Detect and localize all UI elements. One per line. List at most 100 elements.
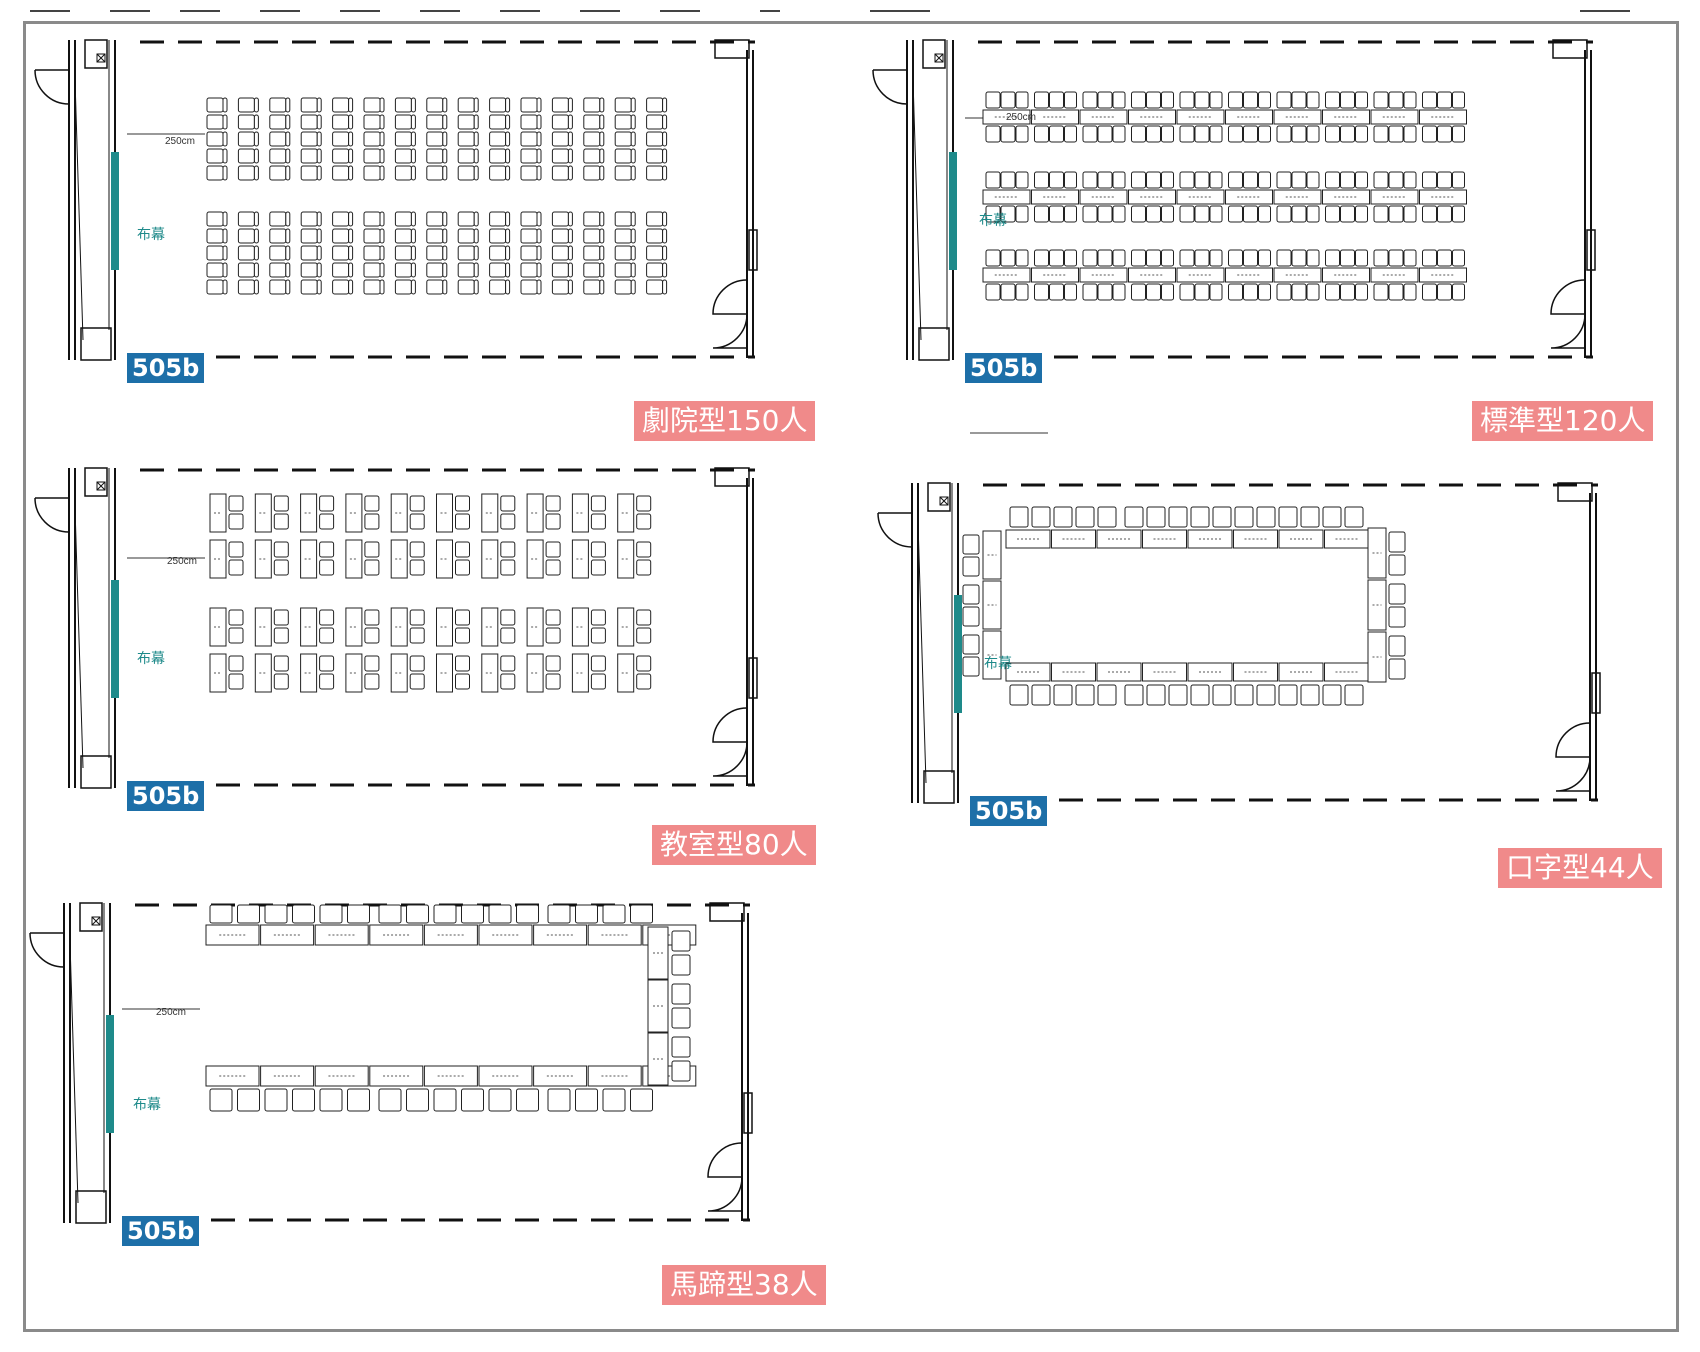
standard-chair-back: [1258, 205, 1271, 223]
theater-seat: [489, 211, 507, 227]
room-walls: [872, 39, 1596, 361]
standard-chair-back: [1000, 283, 1016, 301]
theater-seat-arm: [348, 114, 354, 130]
standard-chair-back: [1306, 205, 1320, 223]
theater-seat: [363, 165, 381, 181]
standard-chair-back: [1276, 205, 1292, 223]
standard-chair-back: [985, 205, 1001, 223]
standard-chair-front: [1452, 171, 1465, 189]
room-code-badge: 505b: [122, 1216, 200, 1246]
ushape-chair-right: [671, 954, 691, 976]
wall-diagonal: [912, 79, 922, 341]
classroom-chair: [364, 609, 380, 626]
theater-seat-arm: [253, 211, 259, 227]
hollow-table-top: [1324, 529, 1369, 549]
classroom-chair: [319, 541, 335, 558]
theater-seat: [551, 211, 569, 227]
theater-seat: [551, 245, 569, 261]
dimension-label: 250cm: [165, 136, 196, 147]
standard-chair-front: [1340, 249, 1355, 267]
standard-chair-back: [1388, 205, 1404, 223]
classroom-chair: [636, 627, 652, 644]
theater-seat-arm: [285, 262, 291, 278]
theater-seat: [237, 279, 255, 295]
standard-chair-front: [1049, 91, 1064, 109]
theater-seat-arm: [253, 165, 259, 181]
standard-chair-front: [1194, 249, 1210, 267]
theater-seat-arm: [536, 262, 542, 278]
standard-chair-front: [1355, 171, 1368, 189]
theater-seat: [614, 245, 632, 261]
classroom-chair: [319, 495, 335, 512]
left-column: [927, 482, 951, 512]
standard-table: [1419, 267, 1467, 283]
standard-chair-back: [1258, 125, 1271, 143]
standard-chair-back: [1064, 205, 1077, 223]
standard-chair-back: [1403, 125, 1417, 143]
room-walls: [34, 39, 758, 361]
classroom-chair: [455, 673, 470, 690]
left-door: [34, 69, 70, 105]
hollow-chair-top: [1168, 506, 1188, 528]
left-door: [34, 497, 70, 533]
standard-chair-front: [1373, 171, 1389, 189]
hollow-chair-right: [1388, 658, 1406, 680]
room-code-badge: 505b: [127, 353, 205, 383]
theater-seat: [332, 228, 350, 244]
standard-table: [1079, 267, 1128, 283]
theater-seat: [237, 114, 255, 130]
classroom-chair: [409, 673, 425, 690]
wall-diagonal: [69, 942, 79, 1204]
standard-chair-back: [1209, 125, 1223, 143]
theater-seat: [300, 97, 318, 113]
classroom-chair: [273, 495, 289, 512]
standard-chair-back: [1131, 283, 1146, 301]
theater-seat: [206, 228, 224, 244]
standard-chair-front: [1082, 249, 1098, 267]
standard-chair-front: [1082, 171, 1098, 189]
projection-screen: [111, 152, 119, 270]
standard-chair-back: [1194, 283, 1210, 301]
ushape-chair-top: [347, 904, 370, 924]
theater-seat-arm: [348, 245, 354, 261]
theater-seat: [394, 228, 412, 244]
ushape-chair-right: [671, 930, 691, 952]
projection-screen: [111, 580, 119, 698]
theater-seat: [206, 148, 224, 164]
theater-seat: [551, 165, 569, 181]
right-panel: [1586, 229, 1596, 271]
theater-seat: [363, 228, 381, 244]
theater-seat: [583, 148, 601, 164]
classroom-chair: [590, 541, 606, 558]
ushape-chair-top: [433, 904, 457, 924]
theater-seat: [583, 131, 601, 147]
standard-chair-back: [1112, 283, 1126, 301]
standard-chair-back: [1194, 125, 1210, 143]
theater-seat: [269, 97, 287, 113]
theater-seat-arm: [379, 97, 385, 113]
theater-seat-arm: [285, 131, 291, 147]
theater-seat-arm: [630, 131, 636, 147]
standard-chair-front: [1276, 249, 1292, 267]
theater-seat-arm: [442, 148, 448, 164]
hollow-chair-bottom: [1212, 684, 1232, 706]
theater-seat-arm: [379, 131, 385, 147]
standard-chair-back: [1388, 283, 1404, 301]
standard-chair-front: [1437, 249, 1452, 267]
classroom-chair: [273, 541, 289, 558]
theater-seat-arm: [379, 165, 385, 181]
theater-seat-arm: [410, 211, 416, 227]
theater-seat: [426, 245, 444, 261]
standard-chair-back: [1452, 125, 1465, 143]
classroom-chair: [500, 655, 516, 672]
right-panel: [1591, 672, 1601, 714]
theater-seat-arm: [410, 148, 416, 164]
classroom-chair: [500, 513, 516, 530]
hollow-table-top: [1187, 529, 1233, 549]
theater-seat: [426, 114, 444, 130]
hollow-chair-bottom: [1124, 684, 1144, 706]
theater-seat-arm: [285, 211, 291, 227]
left-column: [84, 39, 108, 69]
hollow-chair-top: [1278, 506, 1298, 528]
theater-seat: [237, 211, 255, 227]
